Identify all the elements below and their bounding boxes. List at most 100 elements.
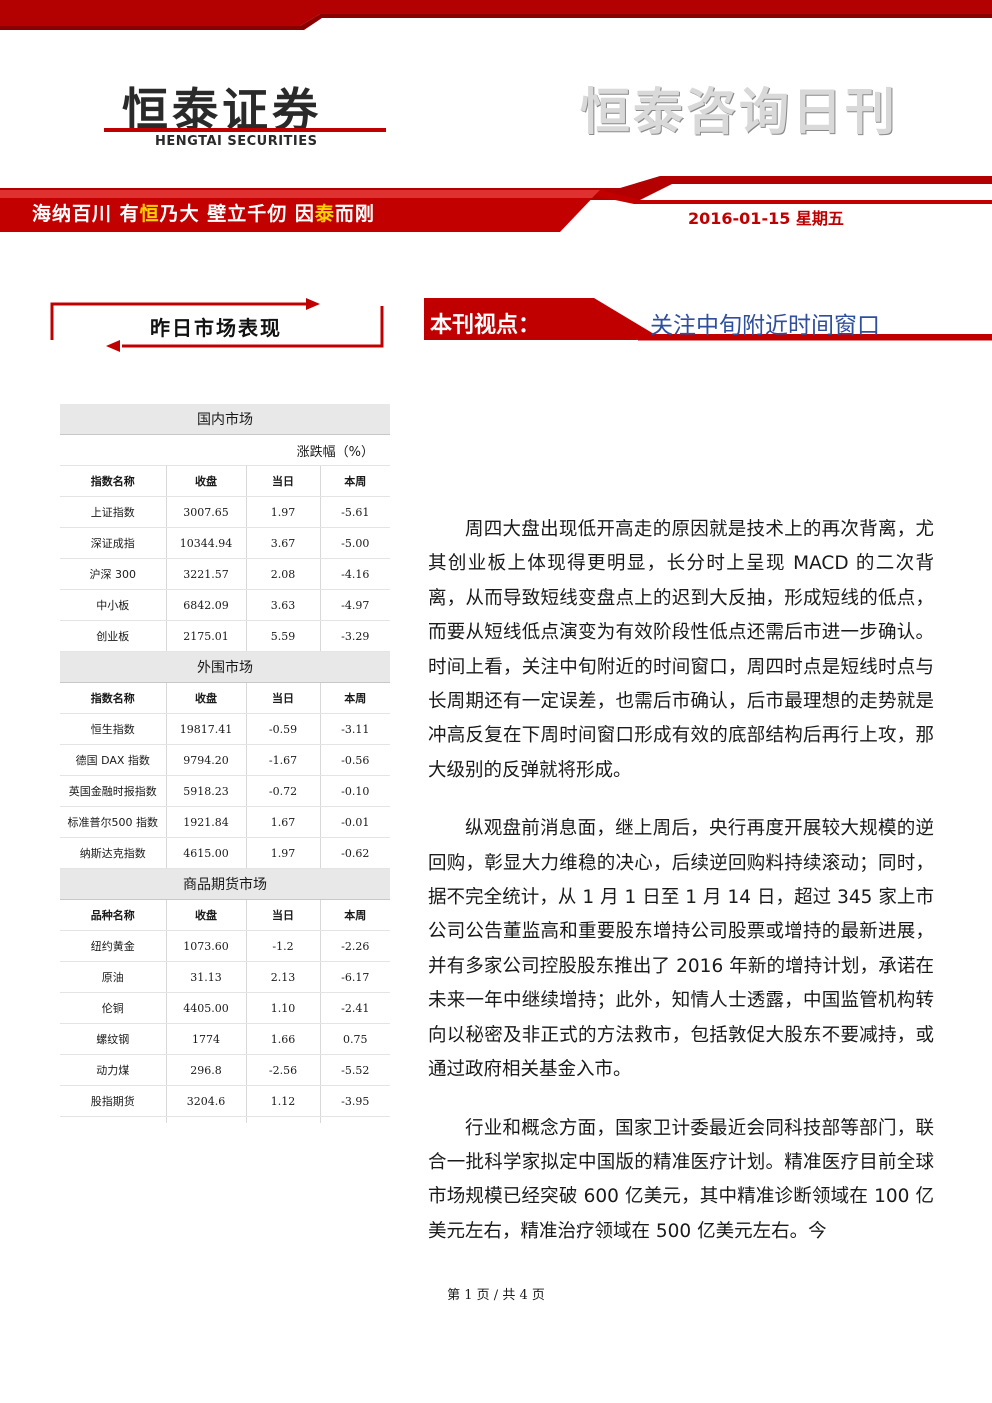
table-cell	[166, 1116, 247, 1123]
table-cell: 4405.00	[166, 992, 247, 1024]
table-section-title: 外围市场	[60, 651, 390, 683]
market-section-frame	[50, 298, 384, 352]
table-cell: -5.52	[320, 1054, 390, 1086]
table-cell: 4615.00	[166, 837, 247, 869]
table-cell	[60, 1116, 167, 1123]
table-cell: 1.10	[246, 992, 321, 1024]
article-body: 周四大盘出现低开高走的原因就是技术上的再次背离，尤其创业板上体现得更明显，长分时…	[428, 513, 934, 1273]
slogan-part: 乃大 壁立千仞 因	[159, 203, 315, 225]
table-cell: -2.56	[246, 1054, 321, 1086]
table-cell: -1.2	[246, 930, 321, 962]
table-cell: 收盘	[166, 682, 247, 714]
table-tail	[60, 1116, 390, 1124]
table-cell: 纽约黄金	[60, 930, 167, 962]
table-cell: 1.97	[246, 837, 321, 869]
table-cell: 外围市场	[60, 651, 390, 683]
table-cell: 原油	[60, 961, 167, 993]
page-number: 第 1 页 / 共 4 页	[447, 1288, 545, 1303]
table-cell: 伦铜	[60, 992, 167, 1024]
table-cell: 本周	[320, 682, 390, 714]
table-cell: 1774	[166, 1023, 247, 1055]
table-cell: 当日	[246, 465, 321, 497]
table-cell: 1.66	[246, 1023, 321, 1055]
table-cell: 深证成指	[60, 527, 167, 559]
table-cell: 收盘	[166, 899, 247, 931]
table-header-row: 指数名称收盘当日本周	[60, 465, 390, 497]
slogan-highlight: 泰	[314, 203, 335, 225]
table-cell: 创业板	[60, 620, 167, 652]
publication-title: 恒泰咨询日刊	[580, 83, 898, 141]
table-cell: 沪深 300	[60, 558, 167, 590]
table-cell: 2.08	[246, 558, 321, 590]
article-paragraph: 周四大盘出现低开高走的原因就是技术上的再次背离，尤其创业板上体现得更明显，长分时…	[428, 519, 934, 781]
table-cell: 股指期货	[60, 1085, 167, 1117]
table-cell: 1.97	[246, 496, 321, 528]
table-cell: 上证指数	[60, 496, 167, 528]
table-cell: 0.75	[320, 1023, 390, 1055]
table-cell: 296.8	[166, 1054, 247, 1086]
table-cell: -0.72	[246, 775, 321, 807]
table-cell: 3204.6	[166, 1085, 247, 1117]
table-cell: 2175.01	[166, 620, 247, 652]
table-section-title: 国内市场	[60, 404, 390, 435]
table-cell: -0.56	[320, 744, 390, 776]
logo-underline	[104, 128, 386, 132]
table-cell: -2.41	[320, 992, 390, 1024]
table-cell: 本周	[320, 465, 390, 497]
table-cell: 当日	[246, 899, 321, 931]
table-cell: 动力煤	[60, 1054, 167, 1086]
table-cell: -3.95	[320, 1085, 390, 1117]
slogan-part: 而刚	[334, 203, 375, 225]
header-top-bar	[0, 0, 992, 30]
table-cell: 9794.20	[166, 744, 247, 776]
article-paragraph: 纵观盘前消息面，继上周后，央行再度开展较大规模的逆回购，彰显大力维稳的决心，后续…	[428, 818, 934, 1081]
table-cell: -6.17	[320, 961, 390, 993]
table-cell: 3221.57	[166, 558, 247, 590]
table-cell: -3.29	[320, 620, 390, 652]
table-cell: 31.13	[166, 961, 247, 993]
table-cell: 中小板	[60, 589, 167, 621]
table-cell: -0.62	[320, 837, 390, 869]
table-cell: -0.10	[320, 775, 390, 807]
table-cell: -5.61	[320, 496, 390, 528]
slogan-highlight: 恒	[139, 203, 160, 225]
table-cell: 3.67	[246, 527, 321, 559]
table-cell: 螺纹钢	[60, 1023, 167, 1055]
table-cell: 本周	[320, 899, 390, 931]
table-cell: 1.67	[246, 806, 321, 838]
table-cell: 3007.65	[166, 496, 247, 528]
table-cell: 纳斯达克指数	[60, 837, 167, 869]
table-cell: -5.00	[320, 527, 390, 559]
table-cell: 指数名称	[60, 465, 167, 497]
table-cell: 1.12	[246, 1085, 321, 1117]
table-cell	[320, 1117, 390, 1124]
table-cell: 1073.60	[166, 930, 247, 962]
table-cell: -1.67	[246, 744, 321, 776]
market-section-title: 昨日市场表现	[150, 316, 282, 340]
table-cell: 商品期货市场	[60, 868, 390, 900]
table-cell: 5918.23	[166, 775, 247, 807]
table-cell	[246, 1116, 321, 1123]
table-cell: 涨跌幅（%）	[60, 434, 390, 466]
view-section-band	[424, 298, 992, 341]
table-cell: -4.16	[320, 558, 390, 590]
slogan-part: 海纳百川 有	[32, 203, 140, 225]
table-cell: 英国金融时报指数	[60, 775, 167, 807]
table-cell: 指数名称	[60, 682, 167, 714]
table-cell: 1921.84	[166, 806, 247, 838]
view-section-label: 本刊视点：	[430, 313, 541, 338]
table-cell: 6842.09	[166, 589, 247, 621]
